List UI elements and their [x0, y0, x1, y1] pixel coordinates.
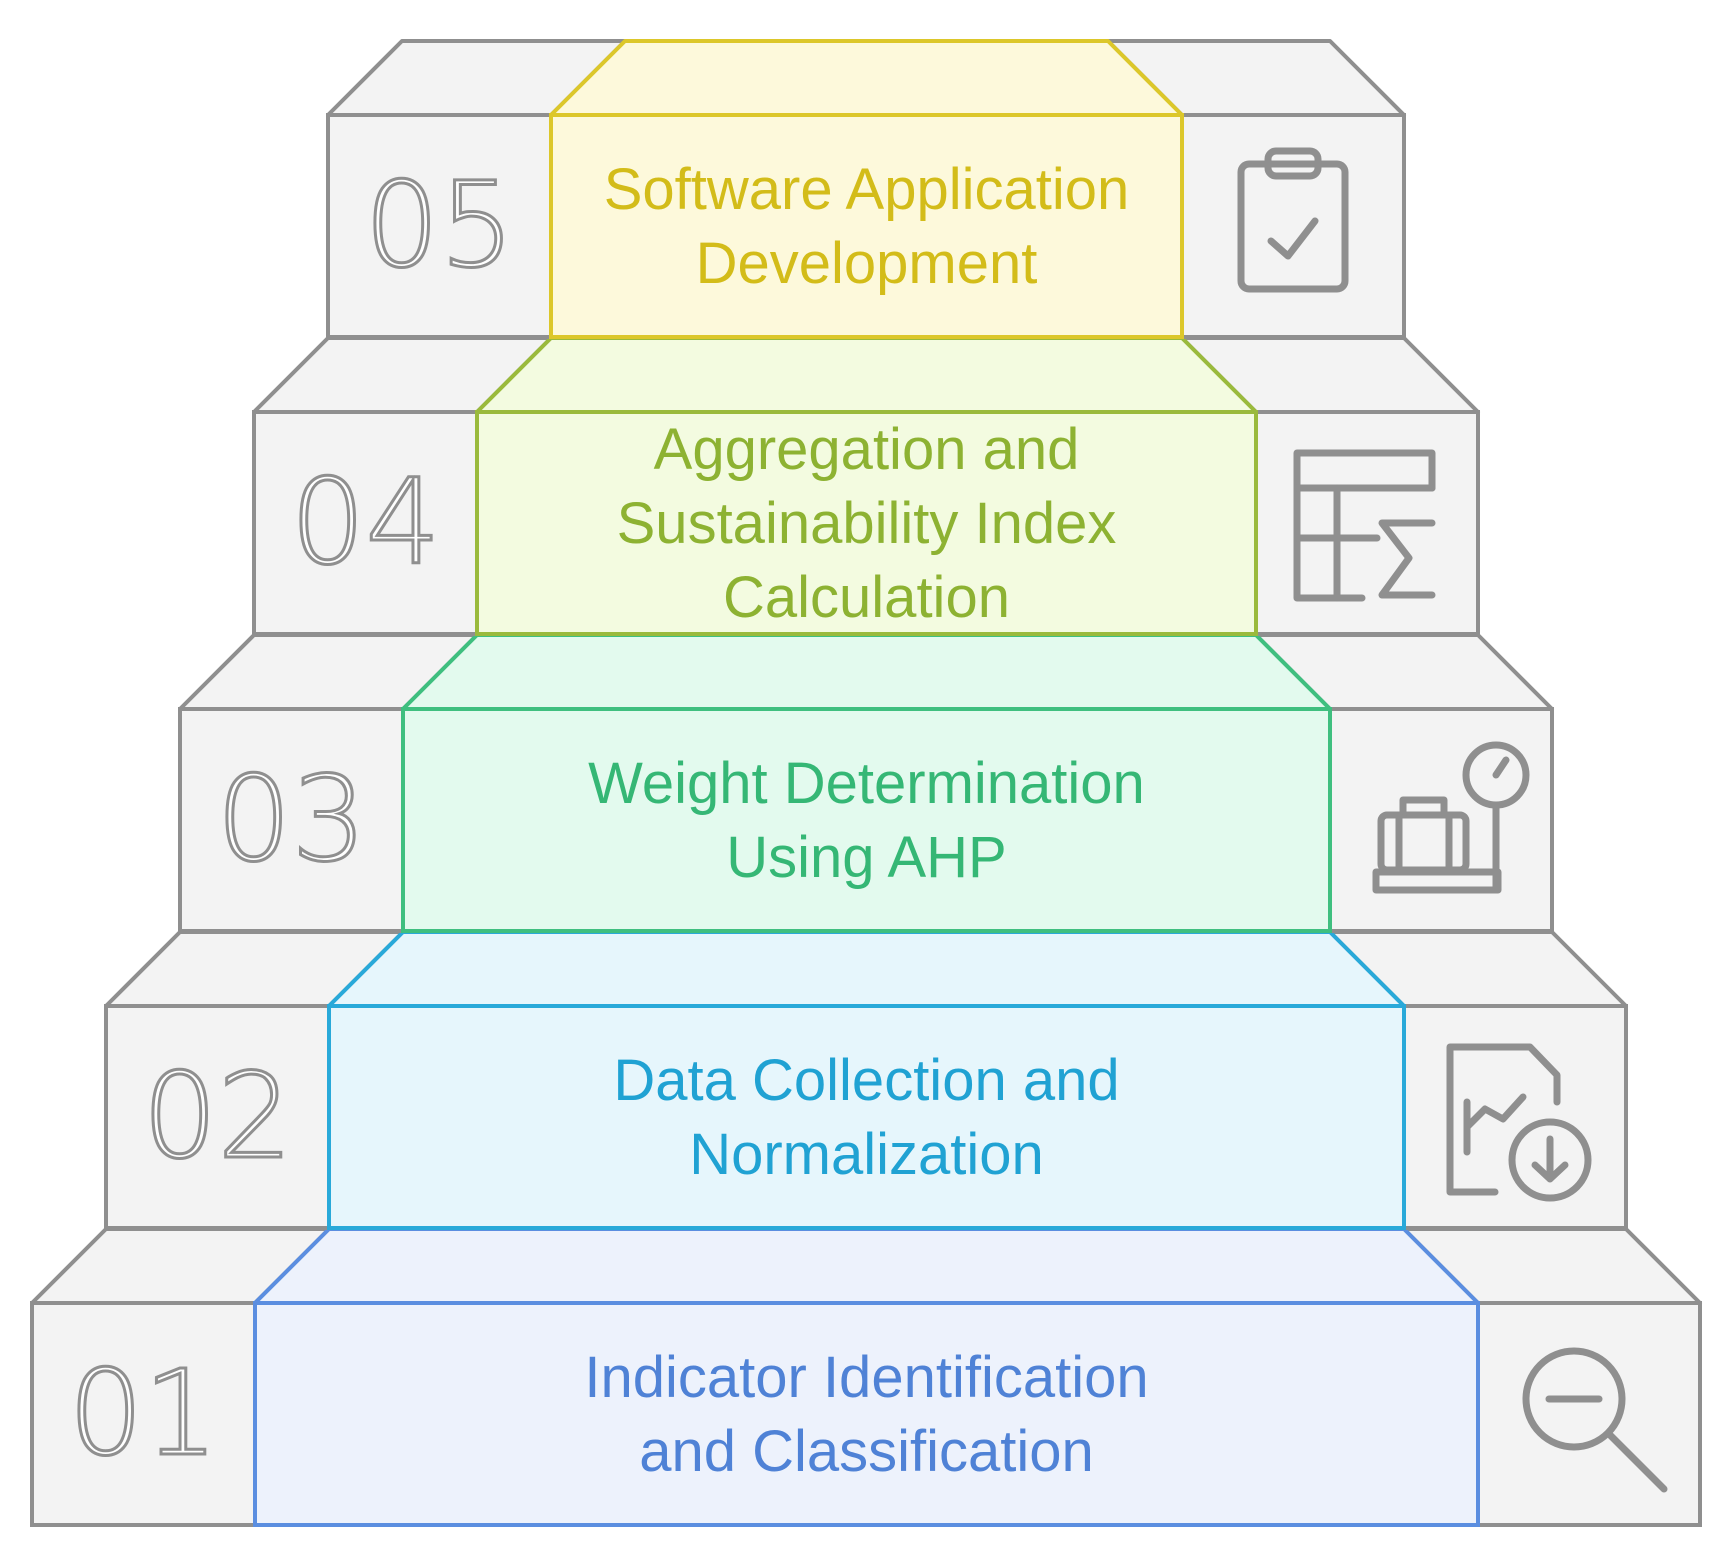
- step-colored-top-face: [549, 39, 1184, 117]
- step-label-line: Normalization: [689, 1122, 1044, 1187]
- step-number: 01: [68, 1344, 218, 1482]
- chart-download-icon: [1446, 1043, 1592, 1202]
- step-colored-front: [549, 113, 1184, 339]
- step-colored-front: [327, 1004, 1406, 1230]
- step-label-line: Aggregation and: [654, 417, 1080, 482]
- step-label-line: Indicator Identification: [584, 1345, 1148, 1410]
- step-colored-front: [475, 410, 1258, 636]
- step-label-line: Development: [696, 231, 1038, 296]
- step-label-line: Software Application: [604, 157, 1130, 222]
- step-colored-front: [253, 1301, 1480, 1527]
- step-label-line: and Classification: [639, 1419, 1094, 1484]
- step-number: 04: [290, 453, 440, 591]
- step-colored-top-face: [475, 336, 1258, 414]
- step-number: 05: [364, 156, 514, 294]
- step-label-line: Data Collection and: [613, 1048, 1119, 1113]
- step-label-line: Using AHP: [726, 825, 1006, 890]
- step-colored-top-face: [253, 1227, 1480, 1305]
- step-label-line: Calculation: [723, 565, 1010, 630]
- step-number: 02: [142, 1047, 292, 1185]
- table-sum-icon: [1293, 449, 1436, 602]
- magnifier-minus-icon: [1522, 1347, 1668, 1493]
- step-colored-top-face: [327, 930, 1406, 1008]
- step-label-line: Sustainability Index: [617, 491, 1117, 556]
- step-colored-top-face: [401, 633, 1332, 711]
- step-number: 03: [216, 750, 366, 888]
- luggage-scale-icon: [1372, 741, 1530, 894]
- step-01: 01 Indicator Identification and Classifica…: [30, 1227, 1702, 1527]
- step-label-line: Weight Determination: [588, 751, 1145, 816]
- clipboard-check-icon: [1237, 147, 1349, 293]
- step-colored-front: [401, 707, 1332, 933]
